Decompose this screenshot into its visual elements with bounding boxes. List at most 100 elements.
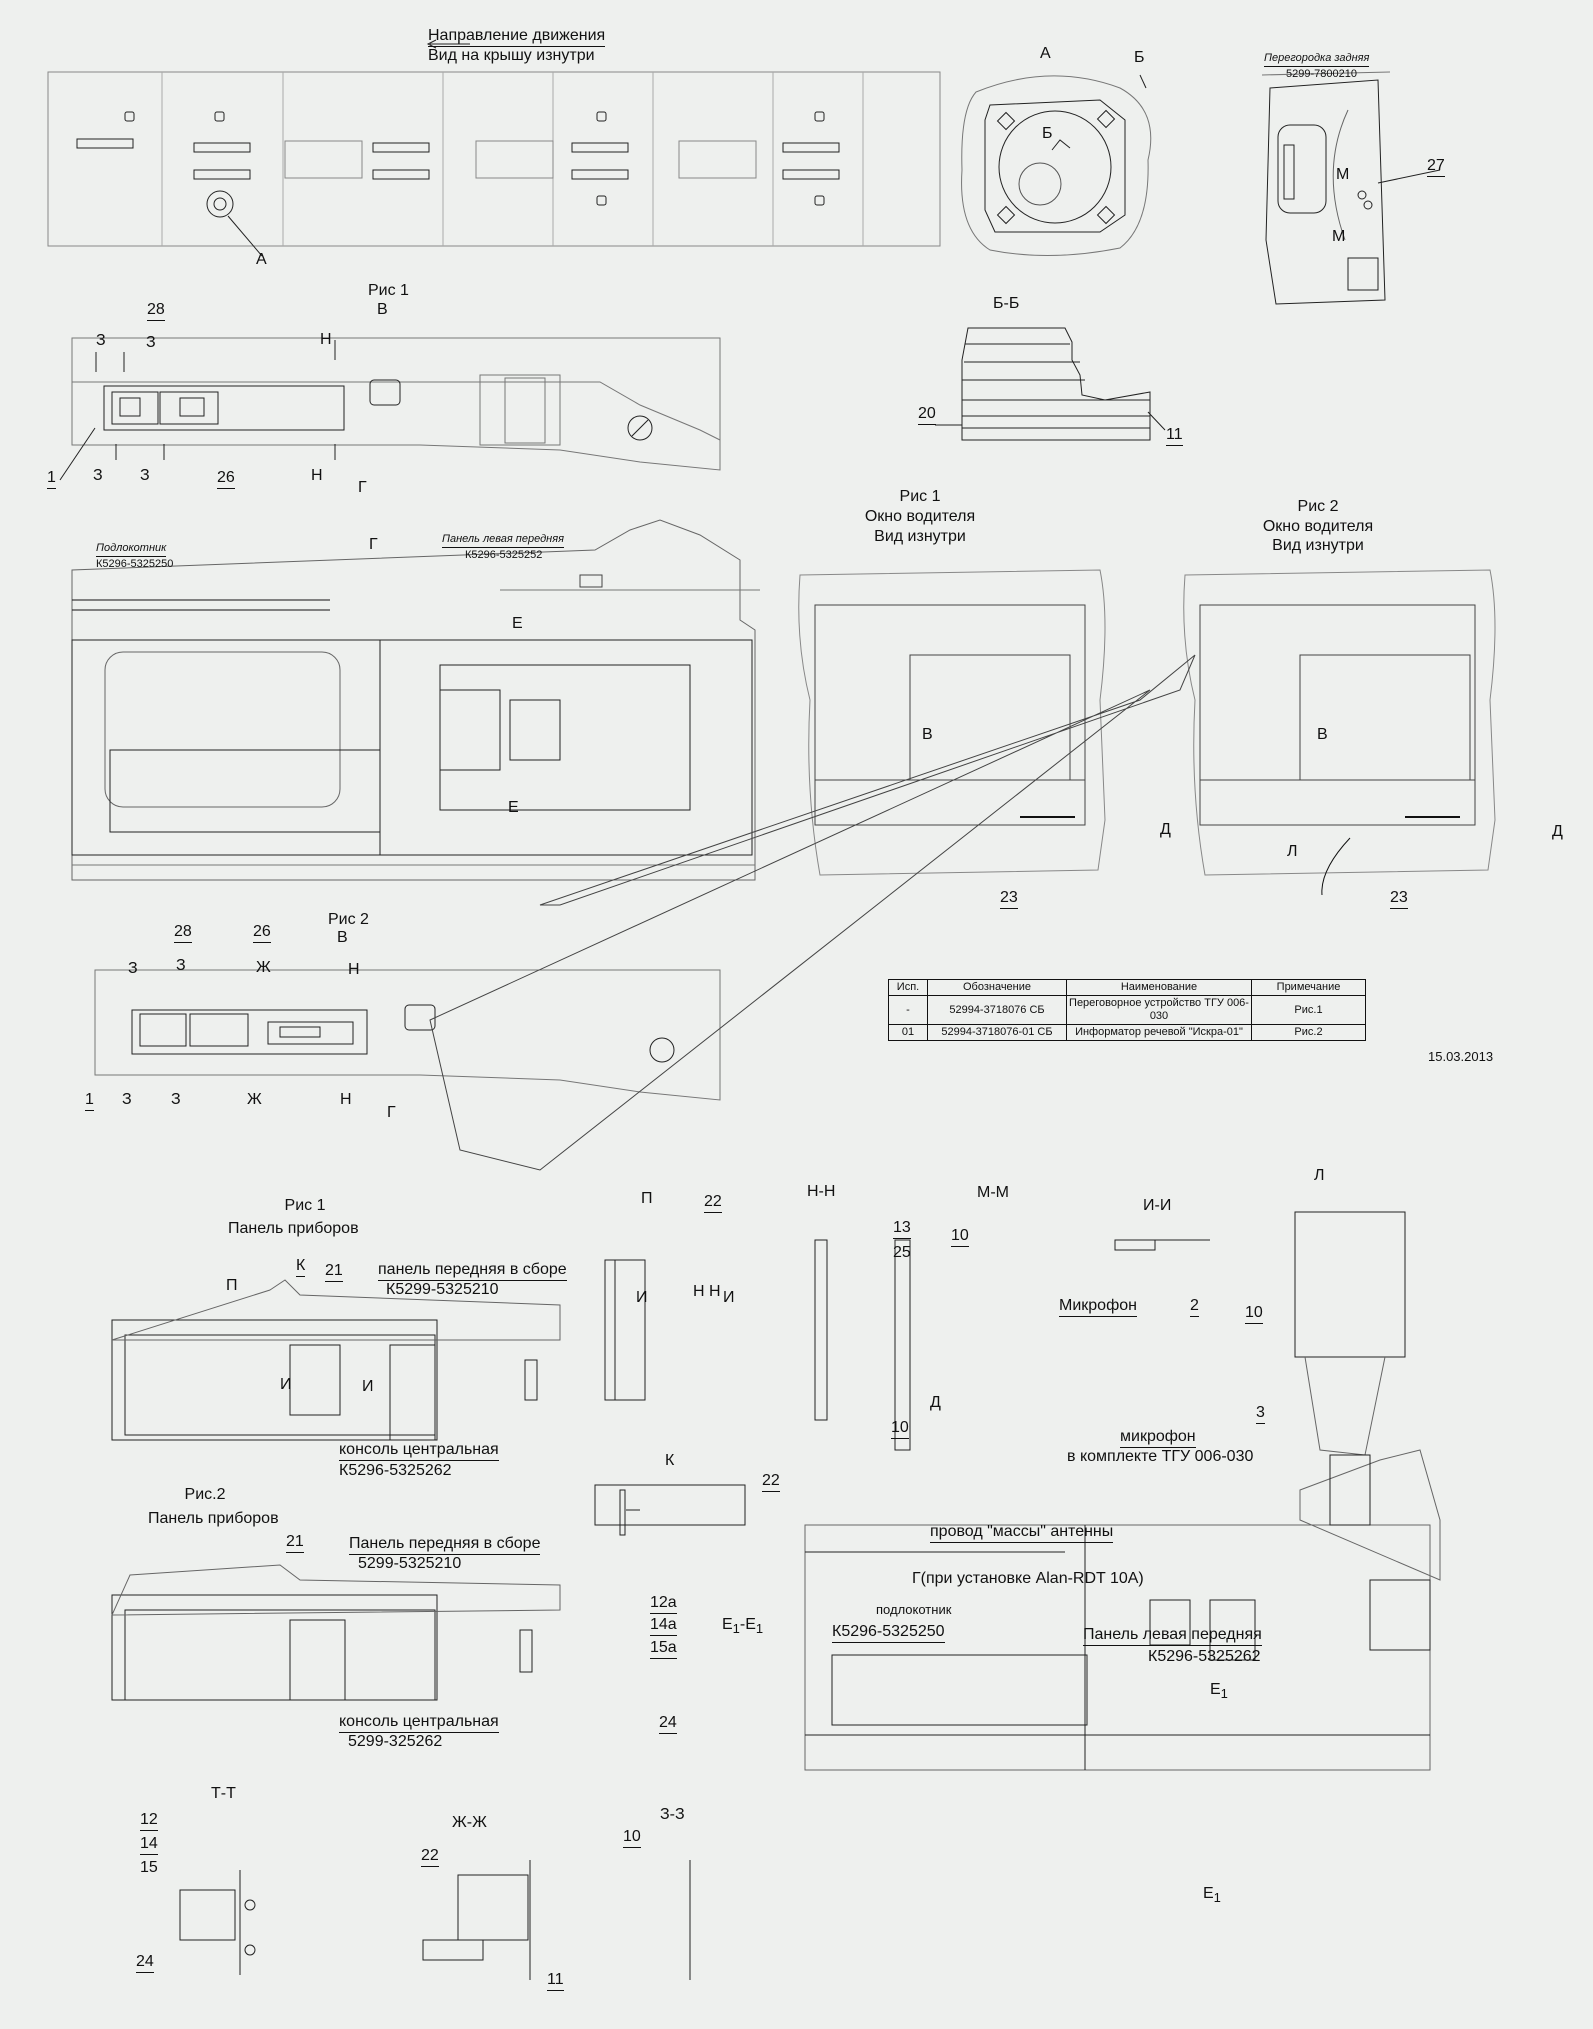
fig1-pos-28: 28 (147, 300, 165, 321)
dash2-console: консоль центральная (339, 1712, 499, 1733)
view-l-mic-kit: в комплекте ТГУ 006-030 (1067, 1448, 1254, 1465)
fig1-view-b: В (377, 301, 388, 318)
window2-fig: Рис 2 (1297, 498, 1339, 515)
dash1-i1: И (280, 1376, 292, 1393)
view-d-title: Д (930, 1394, 941, 1411)
armrest-code: К5296-5325250 (96, 558, 174, 570)
fig1-pos-1: 1 (47, 468, 56, 489)
pos-12a: 12а (650, 1593, 677, 1614)
spec-cell: 01 (888, 1024, 928, 1041)
section-zhzh-pos-22: 22 (421, 1846, 439, 1867)
section-tt-pos-24: 24 (136, 1952, 154, 1973)
view-g2-left-panel: Панель левая передняя (1083, 1625, 1262, 1646)
fig1-z-tl: З (96, 332, 106, 349)
fig2-label: Рис 2 (328, 911, 369, 928)
view-k-title: К (665, 1452, 675, 1469)
section-ii-pos-2: 2 (1190, 1296, 1199, 1317)
window1-d: Д (1160, 821, 1171, 838)
view-l-pos-3: 3 (1256, 1403, 1265, 1424)
view-g2-left-panel-code: К5296-5325262 (1148, 1648, 1261, 1665)
fig1-z-bl2: З (140, 467, 150, 484)
section-e1-title: Е1-Е1 (722, 1615, 763, 1636)
view-l-mic: микрофон (1120, 1427, 1196, 1448)
pos-27: 27 (1427, 156, 1445, 177)
section-e1-dash: - (739, 1616, 746, 1633)
view-g2-armrest: подлокотник (876, 1602, 952, 1617)
left-panel-label: Панель левая передняя (442, 533, 564, 548)
outline-z (429, 654, 1196, 1171)
section-p-pos-22: 22 (704, 1192, 722, 1213)
view-g2 (804, 1449, 1441, 1771)
fig2-g: Г (387, 1104, 396, 1121)
section-ii-mic: Микрофон (1059, 1296, 1137, 1317)
fig1-n-bottom: Н (311, 467, 323, 484)
fig2-pos-28: 28 (174, 922, 192, 943)
table-row: - 52994-3718076 СБ Переговорное устройст… (888, 995, 1366, 1025)
fig2-pos-26: 26 (253, 922, 271, 943)
pos-14a: 14а (650, 1615, 677, 1636)
view-g2-armrest-code: К5296-5325250 (832, 1622, 945, 1643)
dash1-console-code: К5296-5325262 (339, 1462, 452, 1479)
dash1-fig: Рис 1 (284, 1197, 326, 1214)
fig2-n-bottom: Н (340, 1091, 352, 1108)
fig2-z-tl: З (128, 960, 138, 977)
spec-cell: Информатор речевой "Искра-01" (1066, 1024, 1252, 1041)
pos-24-e1: 24 (659, 1713, 677, 1734)
rear-partition-m1: М (1336, 166, 1350, 183)
pos-15a: 15а (650, 1638, 677, 1659)
section-p-i1: И (636, 1289, 648, 1306)
dash2-front-panel: Панель передняя в сборе (349, 1534, 541, 1555)
small-sections (179, 1211, 1406, 1980)
window1-b: В (922, 726, 933, 743)
section-p-nn: Н Н (693, 1283, 721, 1300)
section-nn-title: Н-Н (807, 1183, 836, 1200)
view-g (71, 519, 760, 881)
spec-cell: - (888, 995, 928, 1025)
section-e1-letter: Е (722, 1616, 733, 1633)
spec-header-row: Исп. Обозначение Наименование Примечание (888, 979, 1366, 996)
fig1-z-bl: З (93, 467, 103, 484)
dash1-front-panel-code: К5299-5325210 (386, 1281, 499, 1298)
view-g-e-bottom: Е (508, 799, 519, 816)
dash1-front-panel: панель передняя в сборе (378, 1260, 567, 1281)
spec-table: Исп. Обозначение Наименование Примечание… (888, 979, 1366, 1041)
section-tt-pos-12: 12 (140, 1810, 158, 1831)
spec-header-note: Примечание (1251, 979, 1366, 996)
dash1-i2: И (362, 1378, 374, 1395)
view-g-title: Г (369, 536, 378, 553)
pos-20: 20 (918, 404, 936, 425)
window1-pos-23: 23 (1000, 888, 1018, 909)
spec-header-variant: Исп. (888, 979, 928, 996)
section-e1-sub: 1 (732, 1621, 740, 1637)
view-g2-e2-sub: 1 (1213, 1890, 1221, 1906)
fig2-zh-top: Ж (256, 959, 271, 976)
fig2-n-top: Н (348, 961, 360, 978)
dash1-console: консоль центральная (339, 1440, 499, 1461)
dash1-p: П (226, 1277, 238, 1294)
view-a-cut-2: Б (1042, 125, 1053, 142)
section-mm-title: М-М (977, 1184, 1009, 1201)
window2-title: Окно водителя (1262, 518, 1374, 535)
view-a-title: А (1040, 45, 1051, 62)
fig2-view-b: В (337, 929, 348, 946)
view-g2-e1-sub: 1 (1220, 1686, 1228, 1702)
section-ii-title: И-И (1143, 1197, 1172, 1214)
view-l-title: Л (1314, 1167, 1325, 1184)
dash-panel-1 (111, 1279, 561, 1441)
fig1-label: Рис 1 (368, 282, 409, 299)
fig1-g: Г (358, 479, 367, 496)
fig2-z-tl2: З (176, 957, 186, 974)
section-mm-pos-13: 13 (893, 1218, 911, 1239)
spec-cell: 52994-3718076 СБ (927, 995, 1067, 1025)
fig2-panel-b (94, 969, 721, 1101)
window2-pos-23: 23 (1390, 888, 1408, 909)
fig2-pos-1: 1 (85, 1090, 94, 1111)
fig2-zh-bottom: Ж (247, 1091, 262, 1108)
spec-header-name: Наименование (1066, 979, 1252, 996)
window2-l: Л (1287, 843, 1298, 860)
section-e1-letter-2: Е (745, 1616, 756, 1633)
section-mm-pos-25: 25 (893, 1244, 911, 1261)
drawing-date: 15.03.2013 (1428, 1049, 1494, 1064)
view-k-pos-22: 22 (762, 1471, 780, 1492)
